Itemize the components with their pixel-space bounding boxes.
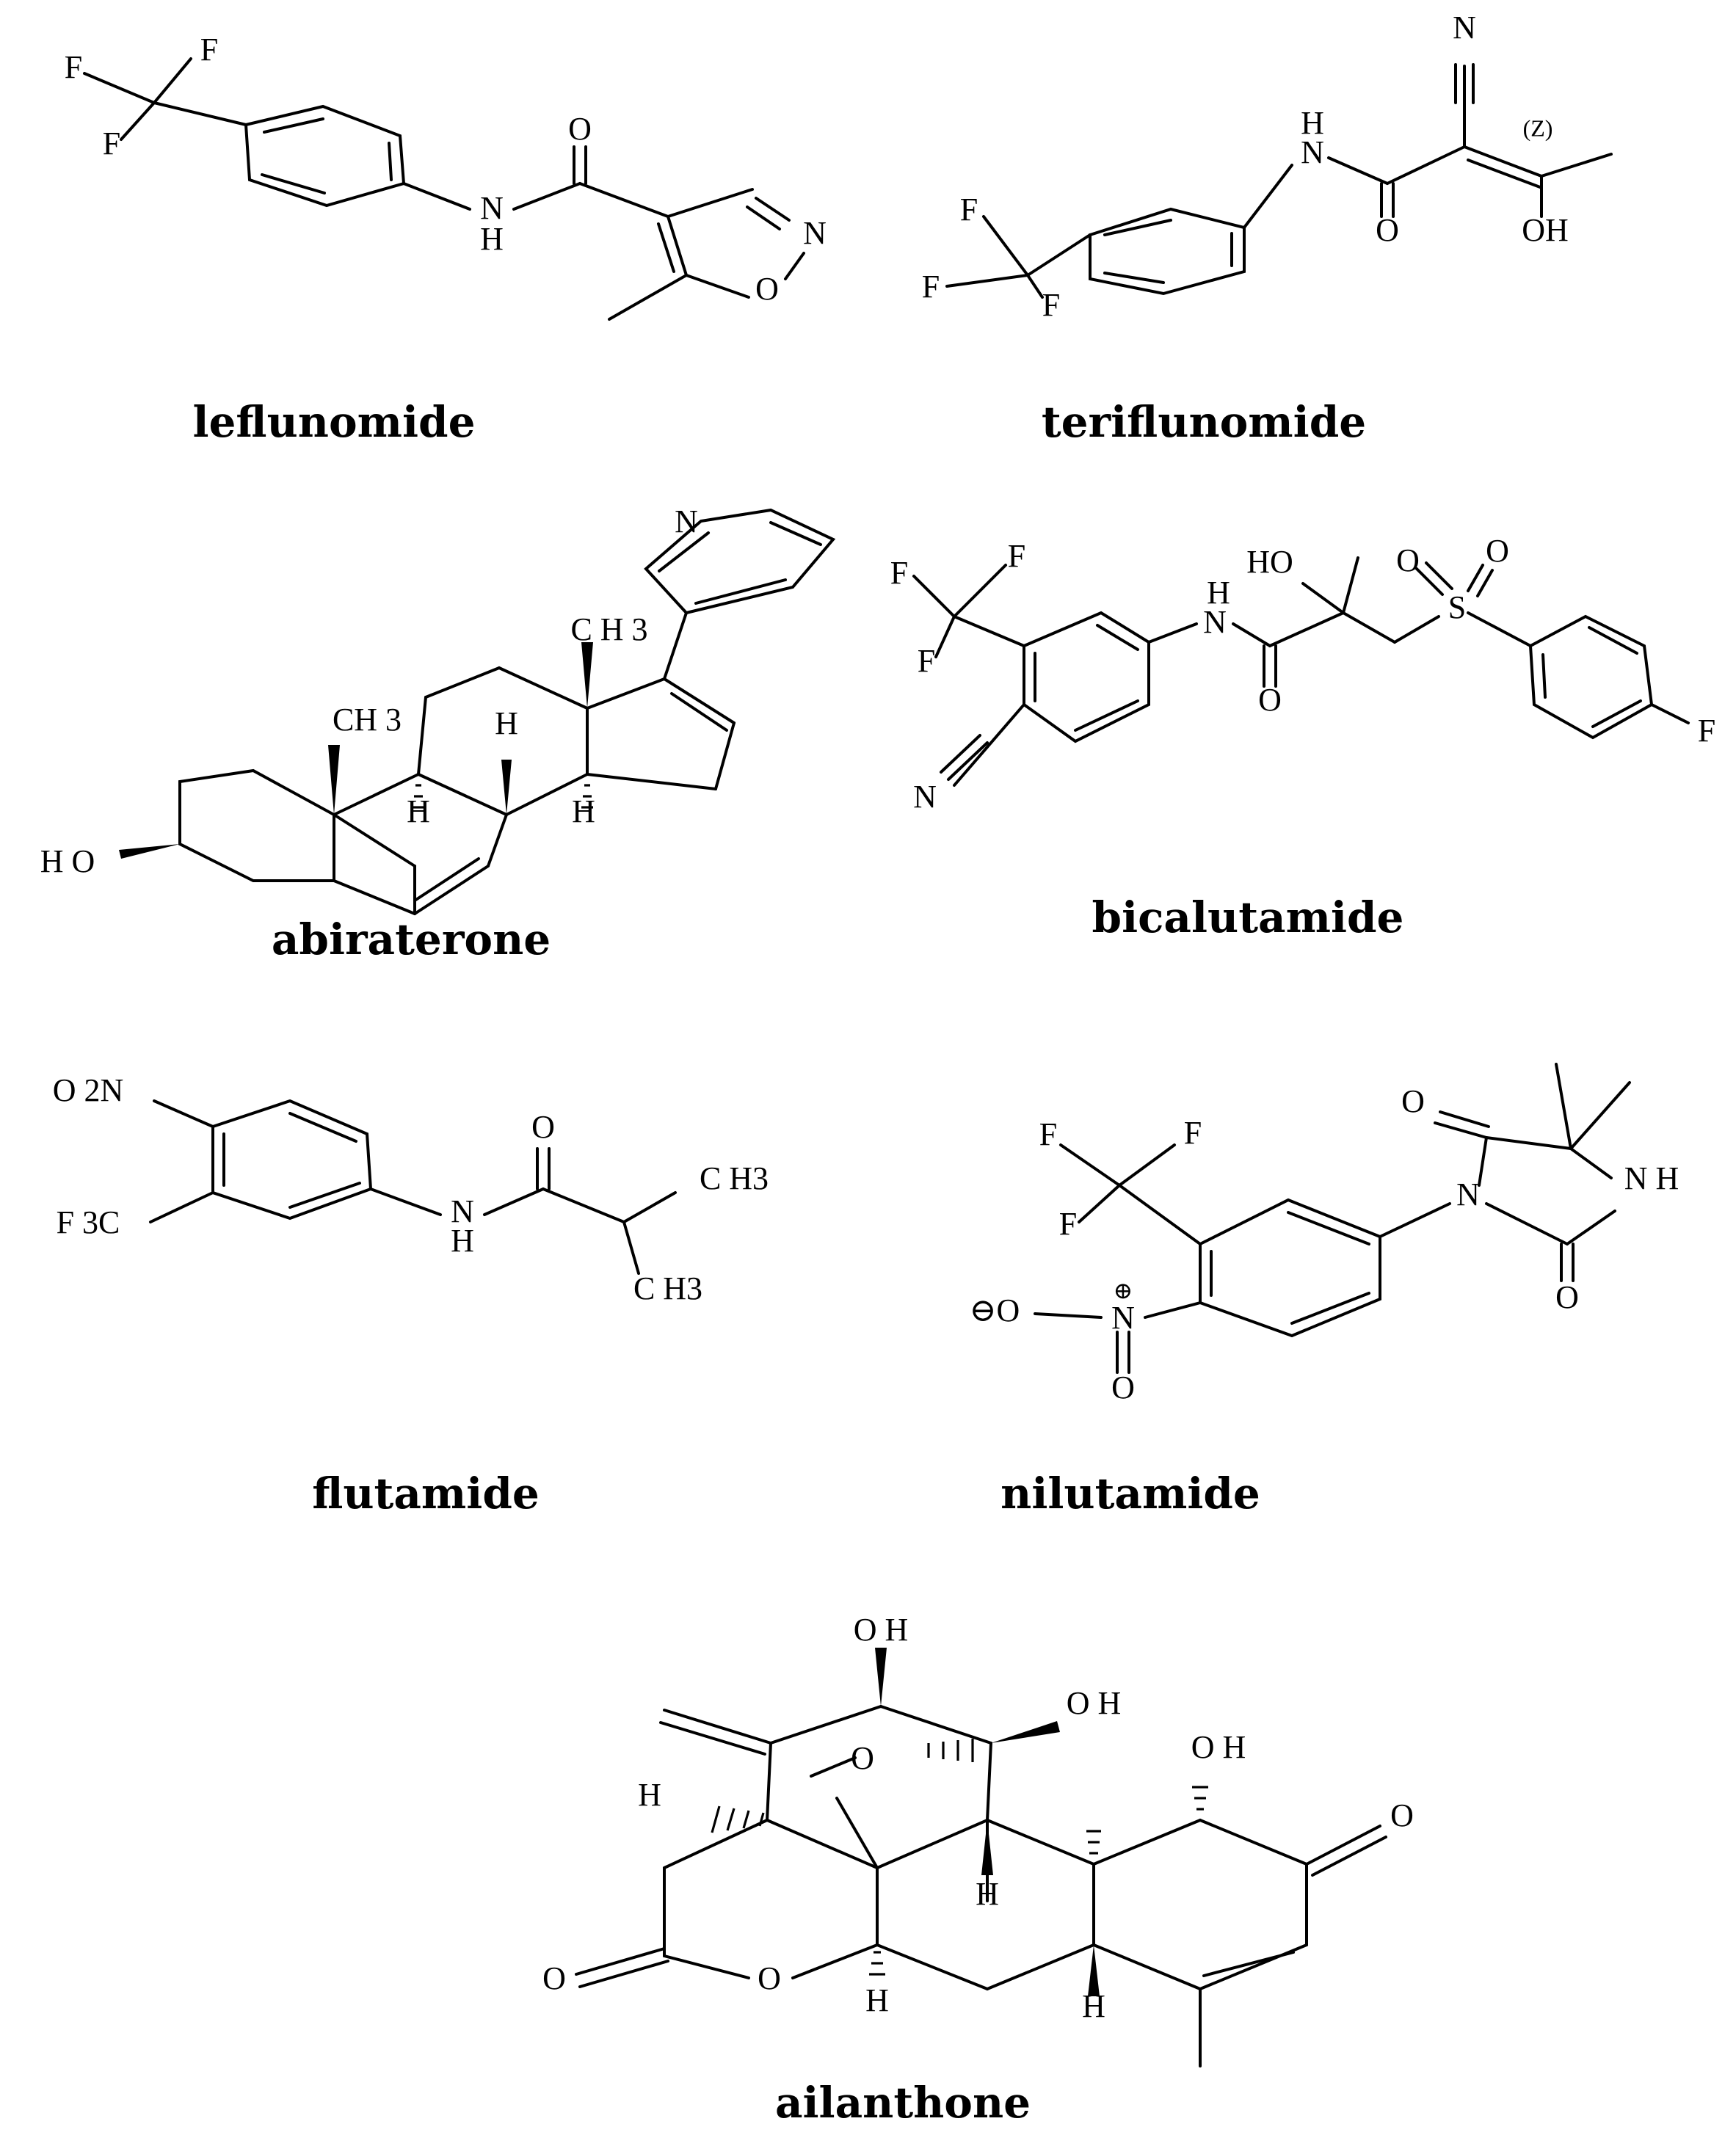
atom-label: H O [40,843,95,879]
atom-label: O [1376,212,1399,248]
atom-label: O [1258,682,1282,718]
atom-label: F [1059,1206,1077,1242]
atom-label: O [1111,1370,1135,1405]
atom-label: N [1203,604,1227,640]
atom-label: N H [1624,1160,1679,1196]
atom-label: N [913,779,937,815]
atom-label: F [1698,713,1715,749]
atom-label: H [480,221,504,257]
atom-label: O [542,1960,566,1996]
caption-bicalutamide: bicalutamide [1092,892,1404,942]
bicalutamide-structure: F F F N H N O HO S O O F [890,533,1715,815]
stereo-label: (Z) [1523,114,1553,141]
atom-label: F [200,32,218,68]
atom-label: O [1390,1797,1414,1833]
teriflunomide-structure: F F F H N O N (Z) OH [922,10,1613,323]
flutamide-structure: O 2N F 3C N H O C H3 C H3 [53,1072,769,1306]
atom-label: H [407,793,430,829]
atom-label: O H [1191,1729,1246,1765]
atom-label: O [755,271,779,307]
atom-label: F [922,269,940,305]
atom-label: S [1448,589,1466,625]
charge-label: ⊕ [1114,1277,1133,1303]
caption-teriflunomide: teriflunomide [1042,397,1366,447]
atom-label: C H3 [633,1270,702,1306]
atom-label: F [1042,287,1060,323]
atom-label: F [960,192,978,228]
atom-label: H [572,793,595,829]
atom-label: HO [1246,544,1293,580]
atom-label: F [65,49,82,85]
atom-label: N [480,190,504,226]
atom-label: F [1039,1116,1057,1152]
caption-flutamide: flutamide [312,1469,540,1518]
atom-label: F [103,126,120,161]
atom-label: O [1396,542,1420,578]
atom-label: O 2N [53,1072,124,1108]
atom-label: O [758,1960,781,1996]
atom-label: OH [1522,212,1569,248]
nilutamide-structure: F F F N ⊕ ⊖O O N O N H O [970,1063,1679,1405]
atom-label: F [1008,538,1025,574]
atom-label: F [918,643,935,679]
atom-label: N [1301,134,1324,170]
atom-label: F [890,555,908,591]
caption-ailanthone: ailanthone [775,2078,1031,2128]
atom-label: O [568,111,592,147]
caption-nilutamide: nilutamide [1000,1469,1260,1518]
ailanthone-structure: O H O H O H O H H O O O H H [542,1612,1414,2067]
atom-label: F 3C [57,1204,120,1240]
atom-label: C H 3 [570,611,647,647]
atom-label: N [1111,1300,1135,1336]
atom-label: O [1555,1279,1579,1315]
atom-label: O H [854,1612,909,1648]
atom-label: H [451,1223,474,1259]
atom-label: CH 3 [333,702,402,738]
atom-label: N [675,503,698,539]
atom-label: O [1486,533,1509,569]
atom-label: H [638,1777,661,1813]
atom-label: N [1456,1176,1480,1212]
atom-label: H [1082,1988,1105,2024]
atom-label: N [1453,10,1476,46]
atom-label: H [1207,575,1230,611]
caption-leflunomide: leflunomide [193,397,476,447]
atom-label: O H [1067,1685,1122,1721]
atom-label: O [851,1740,874,1776]
leflunomide-structure: F F F N H O N O [65,32,827,321]
atom-label: H [865,1982,889,2018]
atom-label: ⊖O [970,1292,1020,1328]
atom-label: N [803,215,827,251]
atom-label: H [976,1876,999,1912]
caption-abiraterone: abiraterone [272,914,551,964]
atom-label: H [1301,105,1324,141]
atom-label: H [495,705,518,741]
abiraterone-structure: N C H 3 CH 3 H H H H O [40,503,836,915]
atom-label: F [1184,1115,1202,1151]
atom-label: O [1401,1083,1425,1119]
atom-label: C H3 [700,1160,769,1196]
atom-label: N [451,1193,474,1229]
atom-label: O [531,1109,555,1145]
